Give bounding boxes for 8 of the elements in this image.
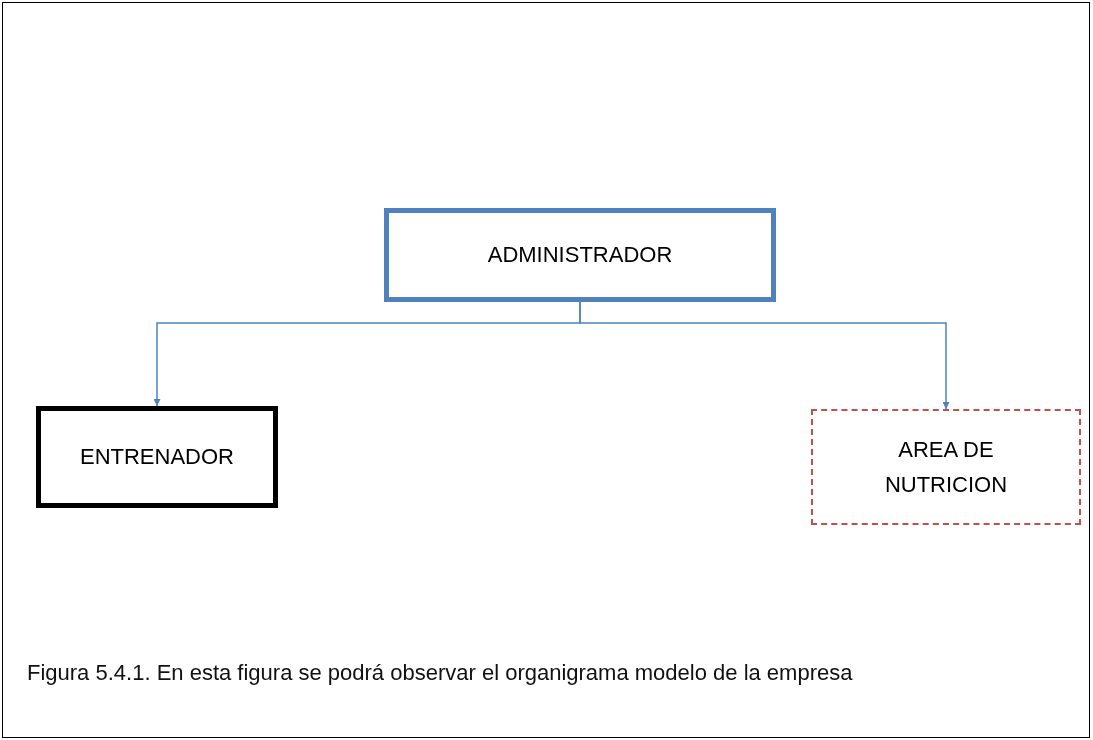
role-box <box>811 409 1081 525</box>
role-label: AREA DE NUTRICION <box>883 435 1009 499</box>
role-label: ENTRENADOR <box>80 443 234 472</box>
figure-caption: Figura 5.4.1. En esta figura se podrá observar el organigrama modelo de la empresa <box>27 659 854 687</box>
role-box <box>36 406 278 508</box>
role-label: ADMINISTRADOR <box>487 241 673 270</box>
connector-arrow <box>579 301 950 410</box>
role-box <box>384 208 776 302</box>
